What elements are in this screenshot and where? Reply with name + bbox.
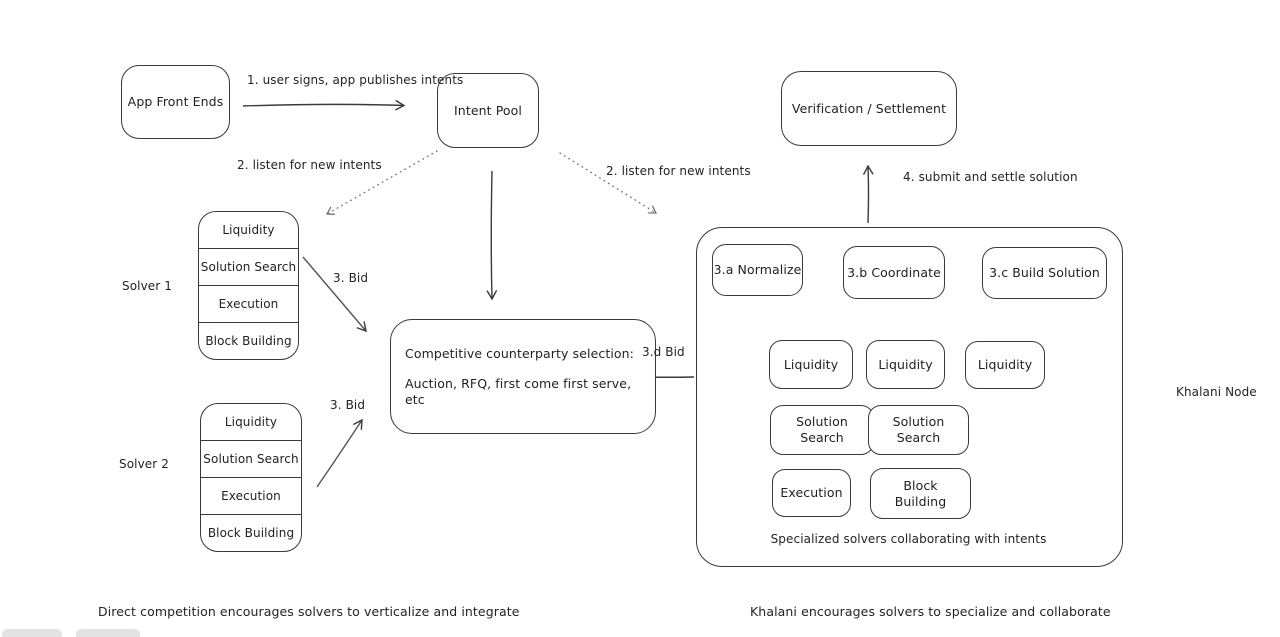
khalani-solution-search-2: Solution Search [868,405,969,455]
footnote-khalani: Khalani encourages solvers to specialize… [750,604,1111,619]
bottom-toolbar-fragment-2[interactable] [76,629,140,637]
khalani-step-coordinate-label: 3.b Coordinate [847,264,941,280]
khalani-block-building-label: Block Building [894,477,947,509]
khalani-liquidity-3: Liquidity [965,341,1045,389]
solver1-section-execution: Execution [199,285,298,322]
khalani-step-coordinate: 3.b Coordinate [843,246,945,299]
solver1-section-solution-search: Solution Search [199,248,298,285]
solver2-section-execution: Execution [201,477,301,514]
edge-label-listen-left: 2. listen for new intents [237,158,382,172]
solver2-section-liquidity: Liquidity [224,415,278,429]
khalani-liquidity-1-label: Liquidity [783,356,839,372]
khalani-solution-search-1-label: Solution Search [796,414,848,445]
arrow-intentpool-to-selection [486,170,497,301]
khalani-solution-search-2-label: Solution Search [892,414,945,445]
khalani-block-building: Block Building [870,468,971,519]
khalani-step-build-solution-label: 3.c Build Solution [989,265,1100,281]
edge-label-bid-solver1: 3. Bid [333,271,369,285]
khalani-step-normalize: 3.a Normalize [712,244,803,296]
arrow-listen-left-dotted [326,150,438,215]
node-intent-pool: Intent Pool [437,73,539,148]
node-app-front-ends-label: App Front Ends [127,94,224,110]
footnote-direct-competition: Direct competition encourages solvers to… [98,604,520,619]
khalani-liquidity-3-label: Liquidity [977,357,1033,373]
competitive-selection-line2: Auction, RFQ, first come first serve, et… [405,376,632,407]
khalani-execution: Execution [772,469,851,517]
arrow-solver1-bid [302,256,367,333]
khalani-solution-search-1: Solution Search [770,405,874,455]
khalani-step-normalize-label: 3.a Normalize [713,262,802,278]
solver1-stack: Liquidity Solution Search Execution Bloc… [198,211,299,360]
edge-label-bid-solver2: 3. Bid [330,398,366,412]
node-competitive-selection: Competitive counterparty selection: Auct… [390,319,656,434]
node-verification-settlement: Verification / Settlement [781,71,957,146]
khalani-liquidity-1: Liquidity [769,340,853,389]
solver2-stack: Liquidity Solution Search Execution Bloc… [200,403,302,552]
khalani-caption: Specialized solvers collaborating with i… [770,532,1047,546]
khalani-liquidity-2-label: Liquidity [878,356,933,372]
solver1-section-liquidity: Liquidity [222,223,275,237]
node-app-front-ends: App Front Ends [121,65,230,139]
arrow-publish-intents [242,100,406,111]
khalani-liquidity-2: Liquidity [866,340,945,389]
node-intent-pool-label: Intent Pool [454,102,522,118]
arrow-solver2-bid [316,418,363,488]
solver2-section-solution-search: Solution Search [201,440,301,477]
node-verification-settlement-label: Verification / Settlement [791,100,947,116]
edge-label-listen-right: 2. listen for new intents [606,164,751,178]
arrow-submit-settle [863,164,874,224]
edge-label-submit-settle: 4. submit and settle solution [903,170,1078,184]
edge-label-bid-khalani: 3.d Bid [642,345,685,359]
bottom-toolbar-fragment-1[interactable] [2,629,62,637]
khalani-step-build-solution: 3.c Build Solution [982,247,1107,299]
solver2-label: Solver 2 [119,457,169,471]
edge-label-publish-intents: 1. user signs, app publishes intents [247,73,464,87]
khalani-node-label: Khalani Node [1176,385,1257,399]
solver1-label: Solver 1 [122,279,172,293]
solver1-section-block-building: Block Building [199,322,298,359]
khalani-execution-label: Execution [780,485,843,501]
arrow-listen-right-dotted [559,152,657,214]
solver2-section-block-building: Block Building [201,514,301,551]
competitive-selection-line1: Competitive counterparty selection: [405,345,634,361]
